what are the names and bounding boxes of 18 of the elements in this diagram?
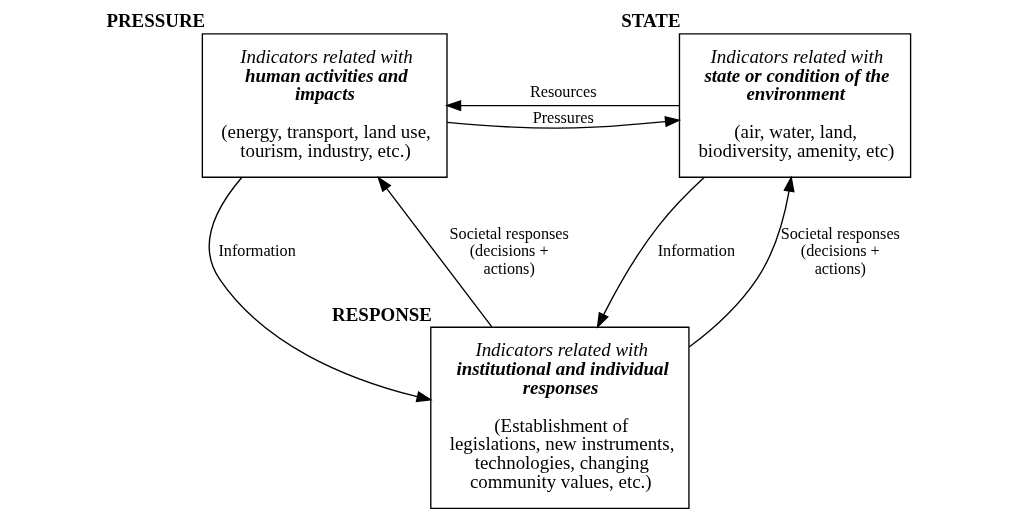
arrow	[596, 176, 706, 329]
edge-label: Resources	[529, 82, 597, 101]
node-box: Indicators related with human activities and impacts (energy, transport, land use, tourism, industry, etc.)	[201, 33, 448, 178]
edge-label: Societal responses (decisions + actions)	[780, 224, 900, 278]
edge-label: Information	[218, 242, 296, 261]
arrow	[446, 115, 682, 129]
arrow	[208, 176, 433, 403]
node-box: Indicators related with institutional and individual responses (Establishment of legislations, new instruments, technologies, changing community values, etc.)	[430, 326, 690, 509]
edge-label: Information	[657, 242, 736, 261]
edge-label: Pressures	[532, 108, 594, 127]
arrow	[445, 99, 681, 112]
node-label: STATE	[621, 10, 681, 32]
node-label: PRESSURE	[106, 10, 206, 32]
arrow	[377, 175, 493, 328]
node-label: RESPONSE	[332, 303, 432, 325]
node-box: Indicators related with state or condition of the environment (air, water, land, biodiversity, amenity, etc)	[678, 33, 912, 178]
arrow	[688, 175, 795, 348]
edge-label: Societal responses (decisions + actions)	[449, 224, 569, 278]
